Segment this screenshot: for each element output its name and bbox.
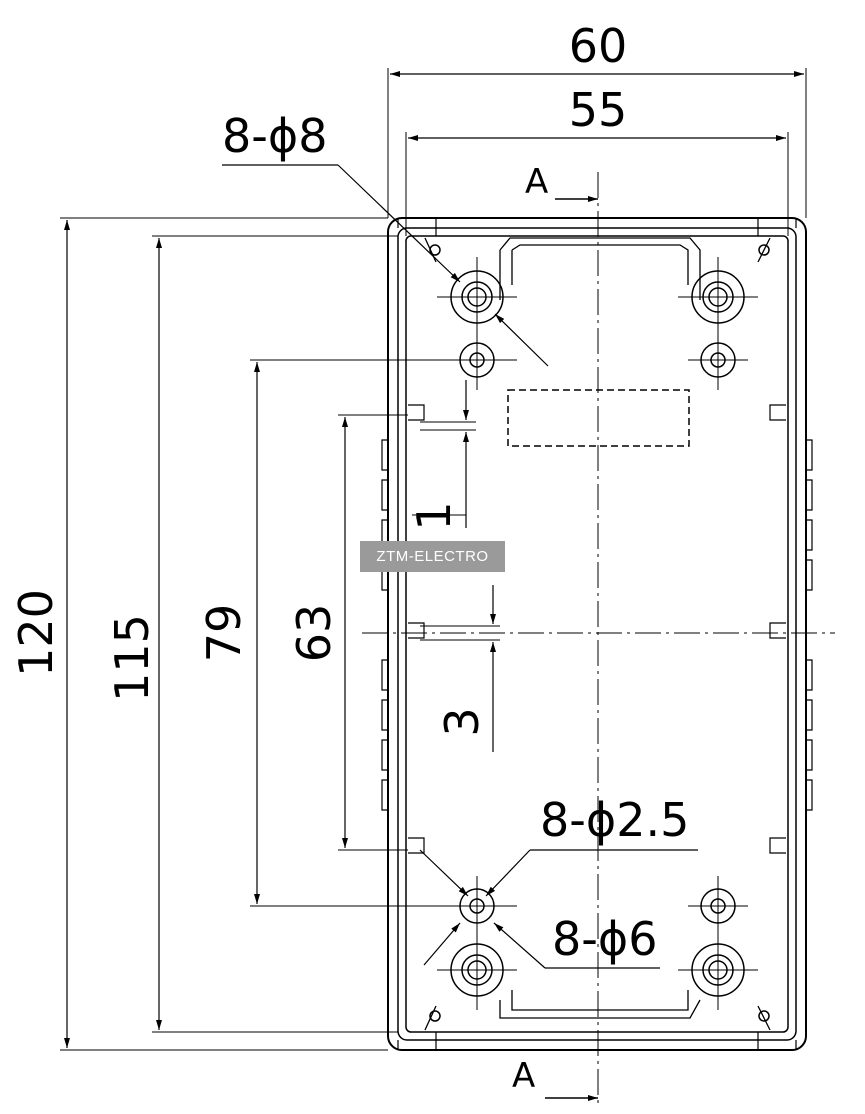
dim-height-115: 115 — [105, 235, 398, 1033]
callout-8-phi8: 8-ϕ8 — [222, 109, 549, 367]
callout-hole-small: 8-ϕ2.5 — [540, 793, 689, 847]
section-label-top: A — [525, 162, 548, 202]
label-63: 63 — [287, 604, 341, 663]
dim-spacing-79: 79 — [197, 359, 517, 907]
dim-width-60: 60 — [387, 19, 807, 218]
section-mark-bottom: A — [512, 1056, 598, 1101]
callout-8-phi2.5: 8-ϕ2.5 — [419, 793, 698, 897]
label-3: 3 — [435, 707, 489, 736]
dim-offset-1: 1 — [407, 380, 476, 531]
label-55: 55 — [569, 83, 628, 137]
callout-boss-inner: 8-ϕ6 — [552, 912, 657, 966]
dim-offset-3: 3 — [420, 585, 500, 752]
label-1: 1 — [407, 501, 461, 530]
label-115: 115 — [105, 614, 159, 702]
section-mark-top: A — [525, 162, 598, 202]
dim-span-63: 63 — [287, 414, 408, 851]
callout-8-phi6: 8-ϕ6 — [423, 912, 660, 969]
dim-height-120: 120 — [9, 217, 388, 1051]
label-60: 60 — [569, 19, 628, 73]
label-79: 79 — [197, 604, 251, 663]
label-120: 120 — [9, 589, 63, 677]
callout-boss-outer: 8-ϕ8 — [222, 109, 327, 163]
dim-width-55: 55 — [405, 83, 789, 236]
watermark-label: ZTM-ELECTRO — [360, 541, 505, 572]
wall-ribs — [381, 404, 813, 854]
section-label-bottom: A — [512, 1056, 535, 1096]
